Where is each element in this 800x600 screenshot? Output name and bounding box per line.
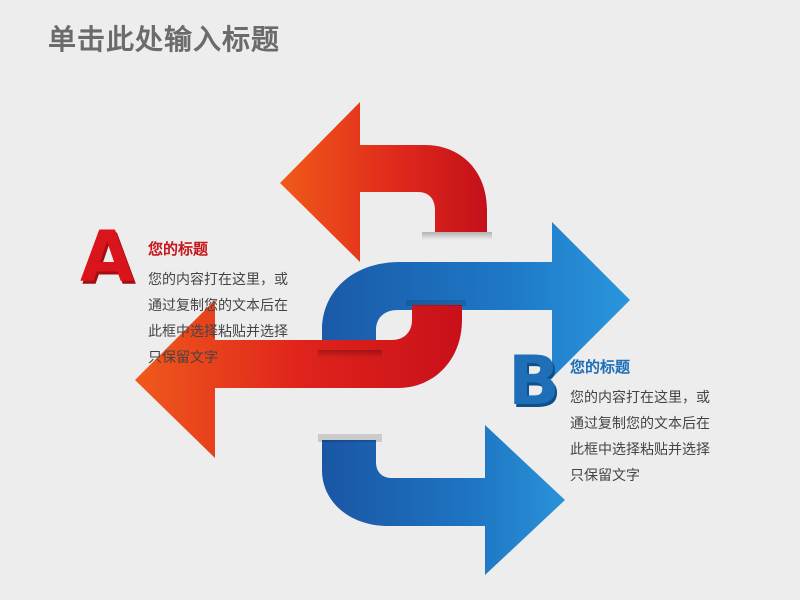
block-b-line: 此框中选择粘贴并选择 — [570, 442, 710, 458]
block-b-heading[interactable]: 您的标题 — [570, 358, 631, 376]
fold-shadow — [318, 350, 382, 358]
fold-shadow — [422, 232, 492, 240]
fold-shadow — [406, 300, 466, 306]
red-arrow-top — [280, 102, 487, 262]
block-a-heading[interactable]: 您的标题 — [148, 240, 209, 258]
block-a-body[interactable]: 您的内容打在这里，或 通过复制您的文本后在 此框中选择粘贴并选择 只保留文字 — [148, 267, 323, 371]
blue-arrow-bottom — [322, 425, 565, 575]
block-a-line: 只保留文字 — [148, 350, 218, 366]
block-b-body[interactable]: 您的内容打在这里，或 通过复制您的文本后在 此框中选择粘贴并选择 只保留文字 — [570, 385, 745, 489]
fold-shadow — [318, 434, 382, 442]
text-block-b[interactable]: 您的标题 您的内容打在这里，或 通过复制您的文本后在 此框中选择粘贴并选择 只保… — [570, 356, 745, 489]
letter-b: B — [508, 342, 560, 421]
letter-a: A — [80, 216, 135, 298]
block-b-line: 只保留文字 — [570, 468, 640, 484]
blue-arrow-middle — [322, 222, 630, 378]
block-a-line: 此框中选择粘贴并选择 — [148, 324, 288, 340]
block-a-line: 通过复制您的文本后在 — [148, 298, 288, 314]
text-block-a[interactable]: 您的标题 您的内容打在这里，或 通过复制您的文本后在 此框中选择粘贴并选择 只保… — [148, 238, 323, 371]
block-a-line: 您的内容打在这里，或 — [148, 272, 288, 288]
red-arrow-bottom — [135, 300, 462, 458]
slide-title[interactable]: 单击此处输入标题 — [48, 23, 281, 56]
block-b-line: 您的内容打在这里，或 — [570, 390, 710, 406]
block-b-line: 通过复制您的文本后在 — [570, 416, 710, 432]
